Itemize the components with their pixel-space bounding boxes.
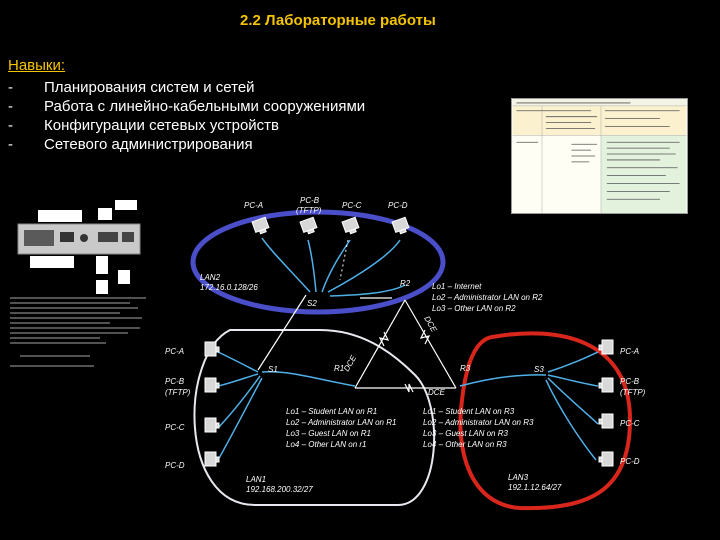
pc-icon: [599, 378, 613, 392]
r3-loopback: Lo4 – Other LAN on R3: [423, 440, 507, 449]
lan1-network: 192.168.200.32/27: [246, 485, 313, 494]
pc-label: PC-D: [620, 457, 640, 466]
pc-label-sub: (TFTP): [165, 388, 191, 397]
lan2-links: [262, 238, 405, 296]
lan2-name: LAN2: [200, 273, 221, 282]
lan1-name: LAN1: [246, 475, 266, 484]
switch-s1-label: S1: [268, 365, 278, 374]
pc-label-sub: (TFTP): [296, 206, 322, 215]
r1-loopback: Lo1 – Student LAN on R1: [286, 407, 377, 416]
pc-label-sub: (TFTP): [620, 388, 646, 397]
r1-loopback: Lo3 – Guest LAN on R1: [286, 429, 371, 438]
lan3-network: 192.1.12.64/27: [508, 483, 562, 492]
pc-icon: [205, 452, 219, 466]
pc-label: PC-A: [165, 347, 184, 356]
router-r3-label: R3: [460, 364, 471, 373]
pc-label: PC-A: [244, 201, 263, 210]
r2-loopback: Lo2 – Administrator LAN on R2: [432, 293, 543, 302]
r3-loopback: Lo2 – Administrator LAN on R3: [423, 418, 534, 427]
dce-label: DCE: [342, 353, 359, 373]
router-r1-label: R1: [334, 364, 344, 373]
switch-s2-label: S2: [307, 299, 317, 308]
r2-loopback: Lo1 – Internet: [432, 282, 482, 291]
pc-label: PC-A: [620, 347, 639, 356]
router-r2-label: R2: [400, 279, 411, 288]
r1-loopback: Lo2 – Administrator LAN on R1: [286, 418, 396, 427]
dce-label: DCE: [428, 388, 446, 397]
pc-icon: [599, 452, 613, 466]
pc-label: PC-D: [388, 201, 408, 210]
pc-label: PC-C: [620, 419, 640, 428]
switch-s3-label: S3: [534, 365, 544, 374]
pc-label: PC-C: [342, 201, 362, 210]
r1-loopback: Lo4 – Other LAN on r1: [286, 440, 367, 449]
pc-icon: [300, 217, 318, 235]
pc-icon: [205, 378, 219, 392]
r2-loopback: Lo3 – Other LAN on R2: [432, 304, 516, 313]
r3-loopback: Lo1 – Student LAN on R3: [423, 407, 515, 416]
pc-label: PC-C: [165, 423, 185, 432]
lan3-name: LAN3: [508, 473, 529, 482]
pc-icon: [205, 342, 219, 356]
pc-label: PC-D: [165, 461, 185, 470]
pc-icon: [205, 418, 219, 432]
pc-icons: [205, 217, 613, 466]
pc-label: PC-B: [620, 377, 640, 386]
pc-label: PC-B: [165, 377, 185, 386]
r3-loopback: Lo3 – Guest LAN on R3: [423, 429, 508, 438]
pc-icon: [342, 217, 360, 235]
pc-label: PC-B: [300, 196, 320, 205]
pc-icon: [599, 414, 613, 428]
lan2-network: 172.16.0.128/26: [200, 283, 258, 292]
